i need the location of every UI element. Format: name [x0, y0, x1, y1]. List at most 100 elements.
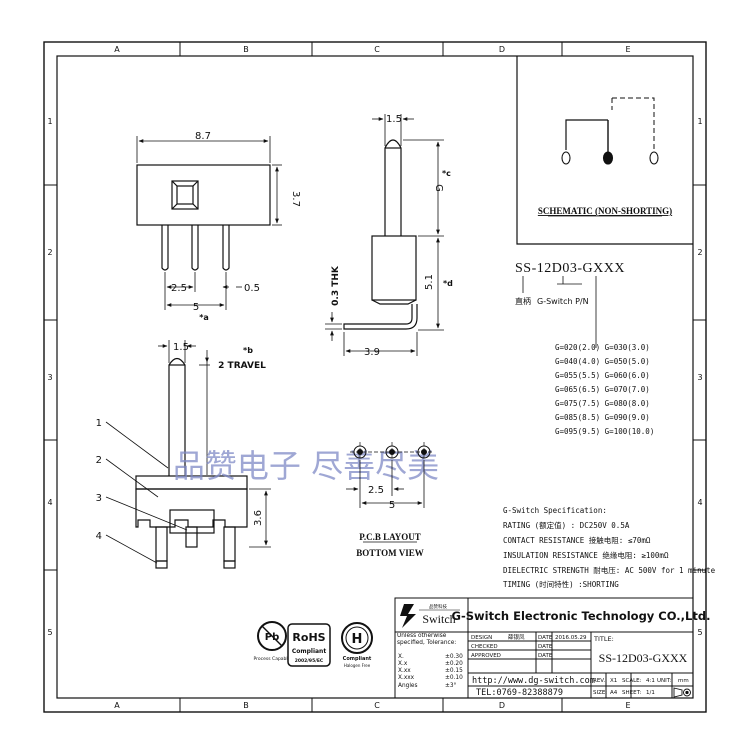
row-label-right: 1 — [697, 117, 702, 126]
pcb-subtitle: BOTTOM VIEW — [356, 548, 423, 558]
length-reference: *d — [443, 279, 453, 288]
logo-small-text: 品赞科技 — [429, 603, 447, 610]
col-label-bottom: C — [374, 701, 380, 710]
row-label-right: 3 — [697, 373, 702, 382]
col-label-top: E — [625, 45, 630, 54]
title-label: TITLE: — [593, 635, 614, 643]
sheet-info: REV.: X1 SCALE: 4:1 UNIT: mm SIZE: A4 SH… — [593, 678, 689, 696]
size-label: SIZE: — [593, 690, 607, 696]
callout-2: 2 — [96, 455, 102, 466]
part-note-left: 直柄 — [515, 296, 531, 306]
g-code-row: G=065(6.5) G=070(7.0) — [555, 385, 650, 394]
projection-icon — [673, 687, 691, 698]
design-value: 薛银凤 — [508, 633, 525, 641]
title-block-grid — [394, 597, 693, 698]
tolerance-key: X. — [398, 654, 404, 660]
scale-label: SCALE: — [622, 678, 642, 684]
rohs-compliant: Compliant — [292, 648, 327, 655]
pb-label: Pb — [265, 632, 280, 643]
tolerance-table: X. ±0.30 X.x ±0.20 X.xx ±0.15 X.xxx ±0.1… — [398, 654, 463, 689]
g-code-row: G=055(5.5) G=060(6.0) — [555, 371, 650, 380]
row-label-right: 2 — [697, 248, 702, 257]
checked-label: CHECKED — [471, 644, 498, 650]
halogen-caption: Halogen Free — [344, 663, 371, 668]
tolerance-key: X.xxx — [398, 675, 415, 681]
sheet-label: SHEET: — [622, 690, 641, 696]
col-label-bottom: A — [114, 701, 120, 710]
tolerance-heading-wrap: Unless otherwise specified, Tolerance: — [397, 633, 457, 646]
travel-dimension: 2 TRAVEL — [218, 361, 266, 371]
tolerance-heading: Unless otherwise specified, Tolerance: — [397, 633, 457, 646]
website-url[interactable]: http://www.dg-switch.com — [472, 676, 595, 686]
length-dimension: 5.1 — [424, 274, 435, 290]
side-view — [325, 114, 444, 356]
part-number-leaders — [522, 276, 597, 348]
pcb-title: P.C.B LAYOUT — [359, 532, 421, 542]
halogen-compliant: Compliant — [343, 656, 372, 662]
side-top-dimension: 1.5 — [386, 114, 402, 125]
spec-line: RATING (额定值) : DC250V 0.5A — [503, 520, 630, 530]
tolerance-key: X.xx — [398, 668, 411, 674]
callout-3: 3 — [96, 493, 102, 504]
g-code-row: G=085(8.5) G=090(9.0) — [555, 413, 650, 422]
pin-dimension: 0.5 — [244, 283, 260, 294]
thickness-dimension: 0.3 THK — [331, 265, 341, 306]
company-name: G-Switch Electronic Technology CO.,Ltd. — [452, 609, 711, 623]
col-label-top: D — [499, 45, 505, 54]
row-label-left: 1 — [47, 117, 52, 126]
tolerance-value: ±0.15 — [445, 668, 463, 674]
tolerance-key: X.x — [398, 661, 408, 667]
part-number: SS-12D03-GXXX — [515, 261, 625, 276]
unit-label: UNIT: — [657, 678, 672, 684]
title-value: SS-12D03-GXXX — [599, 651, 688, 665]
body-height-dimension: 3.6 — [253, 510, 264, 526]
tolerance-value: ±3° — [445, 683, 457, 689]
span-dimension: 5 — [193, 302, 199, 313]
scale-value: 4:1 — [646, 678, 655, 684]
spec-heading: G-Switch Specification: — [503, 506, 607, 515]
spec-line: INSULATION RESISTANCE 绝缘电阻: ≥100mΩ — [503, 550, 669, 560]
row-label-left: 3 — [47, 373, 52, 382]
top-view — [105, 340, 271, 569]
pitch-dimension: 2.5 — [171, 283, 187, 294]
signoff-rows: DESIGN 薛银凤 DATE 2016.05.29 CHECKED DATE … — [471, 633, 587, 659]
tolerance-value: ±0.30 — [445, 654, 463, 660]
col-label-bottom: D — [499, 701, 505, 710]
size-value: A4 — [610, 690, 618, 696]
g-code-row: G=075(7.5) G=080(8.0) — [555, 399, 650, 408]
g-code-list: G=020(2.0) G=030(3.0) G=040(4.0) G=050(5… — [555, 343, 654, 436]
g-code-row: G=020(2.0) G=030(3.0) — [555, 343, 650, 352]
g-code-row: G=095(9.5) G=100(10.0) — [555, 427, 654, 436]
front-view — [136, 136, 282, 310]
spec-line: TIMING (时间特性) :SHORTING — [503, 579, 619, 589]
part-note-right: G-Switch P/N — [537, 297, 589, 306]
spec-line: CONTACT RESISTANCE 接触电阻: ≤70mΩ — [503, 535, 651, 545]
date-label: DATE — [538, 653, 553, 659]
logo-text: Switch — [422, 612, 455, 626]
company-logo: 品赞科技 Switch — [400, 603, 460, 628]
date-label: DATE — [538, 635, 553, 641]
inner-border — [56, 55, 694, 699]
tolerance-value: ±0.10 — [445, 675, 463, 681]
halogen-label: H — [352, 632, 363, 647]
specification-block: G-Switch Specification: RATING (额定值) : D… — [503, 506, 716, 589]
height-dimension: 3.7 — [290, 191, 301, 207]
base-dimension: 3.9 — [364, 347, 380, 358]
row-label-left: 4 — [47, 498, 52, 507]
col-label-top: B — [243, 45, 249, 54]
schematic-label: SCHEMATIC (NON-SHORTING) — [538, 206, 672, 216]
tolerance-key: Angles — [398, 683, 418, 689]
col-label-top: A — [114, 45, 120, 54]
g-code-row: G=040(4.0) G=050(5.0) — [555, 357, 650, 366]
approved-label: APPROVED — [471, 653, 501, 659]
pcb-span-dimension: 5 — [389, 500, 395, 511]
outer-border — [43, 41, 707, 713]
rohs-code: 2002/95/EC — [295, 658, 324, 664]
callout-4: 4 — [96, 531, 102, 542]
pcb-layout — [346, 442, 434, 543]
rohs-title: RoHS — [292, 631, 325, 644]
callout-1: 1 — [96, 418, 102, 429]
telephone: TEL:0769-82388879 — [476, 688, 563, 698]
row-label-left: 2 — [47, 248, 52, 257]
watermark-text: 品赞电子 尽善尽美 — [173, 447, 439, 485]
